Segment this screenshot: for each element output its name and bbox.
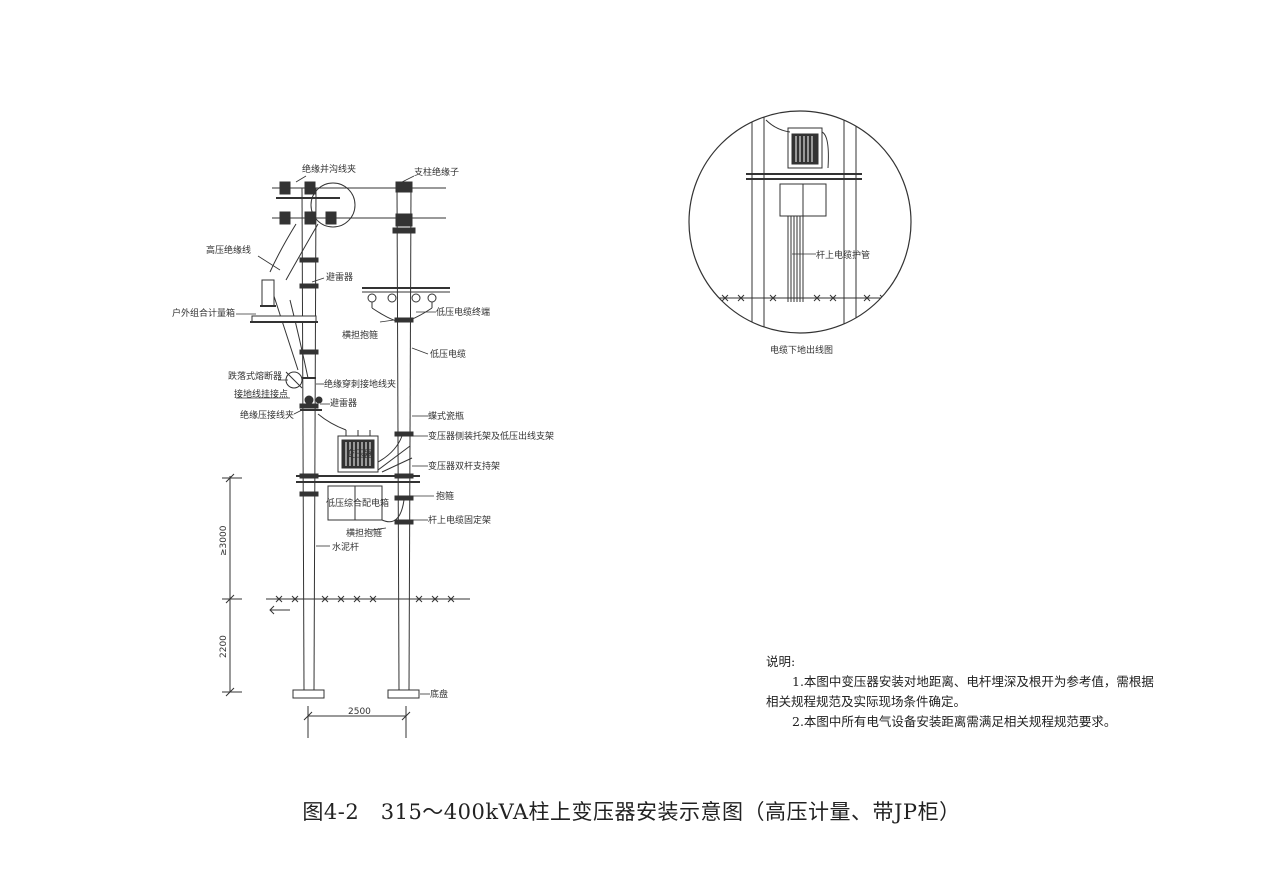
lv-cable-path <box>377 435 405 523</box>
ground-line <box>266 595 470 615</box>
label-grounding-connection-point: 接地线挂接点 <box>234 388 288 400</box>
left-base-plate <box>292 689 325 699</box>
cable-detail-view: 杆上电缆护管 电缆下地出线图 <box>688 110 912 356</box>
right-concrete-pole <box>387 187 420 699</box>
label-lv-cable-terminal: 低压电缆终端 <box>436 306 490 318</box>
hv-insulated-wire <box>269 223 319 379</box>
note-line-1: 1.本图中变压器安装对地距离、电杆埋深及根开为参考值，需根据 <box>792 674 1154 689</box>
left-pole-insulators <box>276 181 340 225</box>
label-concrete-pole: 水泥杆 <box>332 541 359 553</box>
right-base-plate <box>387 689 420 699</box>
main-elevation: 绝缘并沟线夹 支柱绝缘子 高压绝缘线 避雷器 户外组合计量箱 横担抱箍 低压电缆… <box>172 163 554 738</box>
label-post-insulator: 支柱绝缘子 <box>414 166 459 178</box>
drop-out-fuse-symbol <box>285 371 316 389</box>
label-insulated-parallel-groove-clamp: 绝缘并沟线夹 <box>302 163 356 175</box>
label-outdoor-metering-box: 户外组合计量箱 <box>172 307 235 319</box>
right-pole-hoops <box>394 317 414 525</box>
label-insulated-compression-clamp: 绝缘压接线夹 <box>240 409 294 421</box>
notes-block: 说明: 1.本图中变压器安装对地距离、电杆埋深及根开为参考值，需根据 相关规程规… <box>766 652 1186 732</box>
label-hoop: 抱箍 <box>436 490 454 502</box>
label-transformer: 变压器 <box>346 448 373 460</box>
detail-caption: 电缆下地出线图 <box>770 344 833 356</box>
component-labels: 绝缘并沟线夹 支柱绝缘子 高压绝缘线 避雷器 户外组合计量箱 横担抱箍 低压电缆… <box>172 163 554 700</box>
label-lv-cable: 低压电缆 <box>430 348 466 360</box>
left-concrete-pole <box>292 187 325 699</box>
detail-callout-circle <box>310 182 356 228</box>
note-line-2: 相关规程规范及实际现场条件确定。 <box>766 694 967 709</box>
label-crossarm-hoop-2: 横担抱箍 <box>346 527 382 539</box>
label-surge-arrester-top: 避雷器 <box>326 271 353 283</box>
leader-lines <box>236 175 436 695</box>
label-lv-distribution-box: 低压综合配电箱 <box>326 497 389 509</box>
dim-height-above-ground: ≥3000 <box>219 525 229 556</box>
label-transformer-side-bracket: 变压器侧装托架及低压出线支架 <box>428 430 554 442</box>
figure-title: 图4-2 315～400kVA柱上变压器安装示意图（高压计量、带JP柜） <box>302 800 961 824</box>
dimension-lines <box>222 473 411 738</box>
label-pole-cable-conduit: 杆上电缆护管 <box>816 249 870 261</box>
lv-distribution-box-symbol <box>327 485 383 521</box>
note-line-3: 2.本图中所有电气设备安装距离需满足相关规程规范要求。 <box>792 714 1117 729</box>
outdoor-metering-box-symbol <box>250 279 318 323</box>
dim-pole-spacing: 2500 <box>348 707 371 717</box>
dimension-labels: ≥3000 2200 2500 <box>219 525 371 717</box>
label-butterfly-insulator: 蝶式瓷瓶 <box>428 410 464 422</box>
label-base-plate: 底盘 <box>430 688 448 700</box>
label-drop-out-fuse: 跌落式熔断器 <box>228 370 282 382</box>
label-insulated-piercing-ground-clamp: 绝缘穿刺接地线夹 <box>324 378 396 390</box>
overhead-lines <box>272 187 446 219</box>
label-transformer-double-pole-bracket: 变压器双杆支持架 <box>428 460 500 472</box>
post-insulators <box>392 181 416 234</box>
label-surge-arrester: 避雷器 <box>330 397 357 409</box>
dim-burial-depth: 2200 <box>219 635 229 658</box>
label-crossarm-hoop-1: 横担抱箍 <box>342 329 378 341</box>
detail-circle <box>688 110 912 334</box>
notes-heading: 说明: <box>766 654 796 669</box>
arrester-symbol <box>300 395 323 411</box>
transformer-symbol <box>317 413 379 473</box>
label-pole-cable-fixing-bracket: 杆上电缆固定架 <box>428 514 491 526</box>
label-hv-insulated-wire: 高压绝缘线 <box>206 244 251 256</box>
